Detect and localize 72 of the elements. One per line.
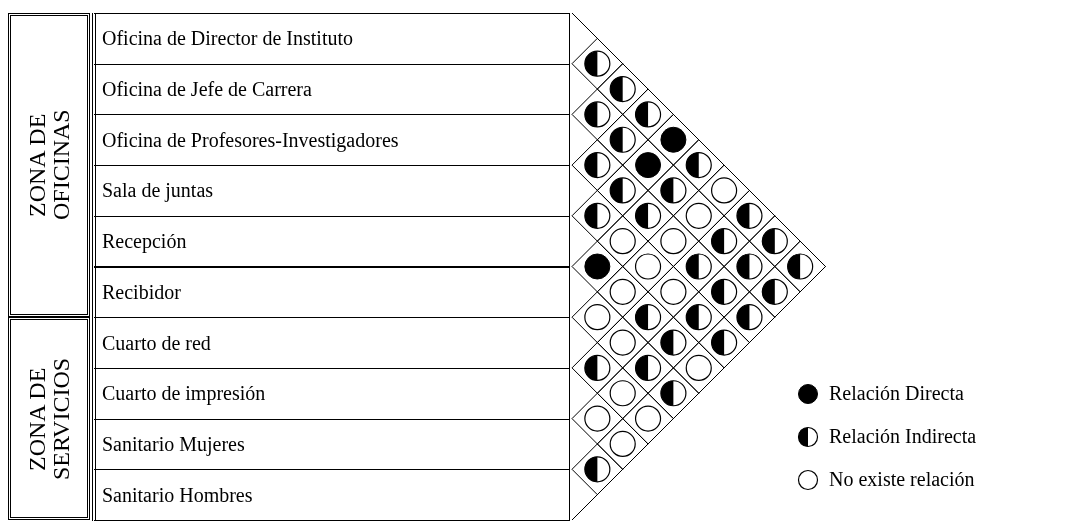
legend-text: No existe relación — [829, 468, 975, 491]
half-filled-circle-icon — [634, 304, 662, 331]
space-row — [92, 215, 570, 268]
half-filled-circle-icon — [609, 75, 636, 103]
empty-circle-icon — [685, 354, 712, 381]
empty-circle-icon — [685, 202, 712, 229]
half-filled-circle-icon — [660, 380, 687, 407]
half-filled-circle-icon — [736, 253, 763, 280]
half-filled-circle-icon — [584, 50, 611, 77]
empty-circle-icon — [584, 405, 611, 432]
half-filled-circle-icon — [634, 202, 662, 229]
half-filled-circle-icon — [634, 101, 662, 128]
space-row — [92, 63, 570, 116]
zone-label: ZONA DE SERVICIOS — [25, 356, 73, 482]
half-filled-circle-icon — [685, 253, 712, 280]
empty-circle-icon — [609, 278, 636, 305]
empty-circle-icon — [609, 430, 636, 458]
empty-circle-icon — [609, 228, 636, 255]
space-name: Oficina de Jefe de Carrera — [101, 78, 312, 102]
half-filled-circle-icon — [685, 304, 712, 331]
zone-label: ZONA DE OFICINAS — [25, 108, 73, 223]
empty-circle-icon — [584, 304, 611, 331]
filled-circle-icon — [635, 152, 662, 179]
half-filled-circle-icon — [761, 228, 788, 255]
space-name: Sanitario Mujeres — [101, 432, 245, 456]
space-row — [92, 317, 570, 369]
empty-circle-icon — [660, 228, 687, 255]
half-filled-circle-icon — [584, 354, 611, 381]
zone-box — [8, 13, 90, 318]
half-filled-circle-icon — [736, 202, 763, 229]
space-row — [92, 266, 570, 319]
space-name: Recepción — [101, 230, 187, 254]
empty-circle-icon — [660, 278, 687, 305]
half-filled-circle-icon — [711, 228, 738, 255]
space-row — [92, 165, 570, 217]
half-filled-circle-icon — [584, 456, 611, 483]
empty-circle-icon — [609, 380, 636, 407]
space-row — [92, 367, 570, 420]
filled-circle-icon — [584, 253, 611, 280]
space-name: Oficina de Profesores-Investigadores — [101, 128, 399, 152]
space-row — [92, 469, 570, 521]
half-filled-circle-icon — [660, 329, 687, 356]
space-name: Cuarto de red — [101, 331, 211, 355]
space-name: Sanitario Hombres — [101, 483, 253, 507]
half-filled-circle-icon — [711, 278, 738, 305]
half-filled-circle-icon — [761, 278, 788, 305]
legend-text: Relación Indirecta — [829, 425, 977, 448]
half-filled-circle-icon — [609, 126, 636, 153]
empty-circle-icon — [634, 405, 662, 432]
half-filled-circle-icon — [609, 177, 636, 204]
space-row — [92, 13, 570, 65]
filled-circle-icon — [660, 126, 687, 153]
space-row — [92, 418, 570, 471]
half-filled-circle-icon — [584, 202, 611, 229]
half-filled-circle-icon — [685, 152, 712, 179]
space-name: Cuarto de impresión — [101, 382, 266, 406]
legend-text: Relación Directa — [829, 382, 964, 405]
empty-circle-icon — [609, 329, 636, 356]
half-filled-circle-icon — [584, 101, 611, 128]
half-filled-circle-icon — [787, 253, 814, 280]
half-filled-circle-icon — [711, 329, 738, 356]
empty-circle-icon — [634, 253, 662, 280]
space-name: Oficina de Director de Instituto — [101, 27, 354, 51]
space-name: Recibidor — [101, 280, 181, 304]
empty-circle-icon — [711, 177, 738, 204]
zone-box — [8, 317, 90, 520]
half-filled-circle-icon — [634, 354, 662, 381]
half-filled-circle-icon — [584, 152, 611, 179]
half-filled-circle-icon — [736, 304, 763, 331]
space-name: Sala de juntas — [101, 179, 214, 203]
space-row — [92, 114, 570, 167]
half-filled-circle-icon — [660, 177, 687, 204]
